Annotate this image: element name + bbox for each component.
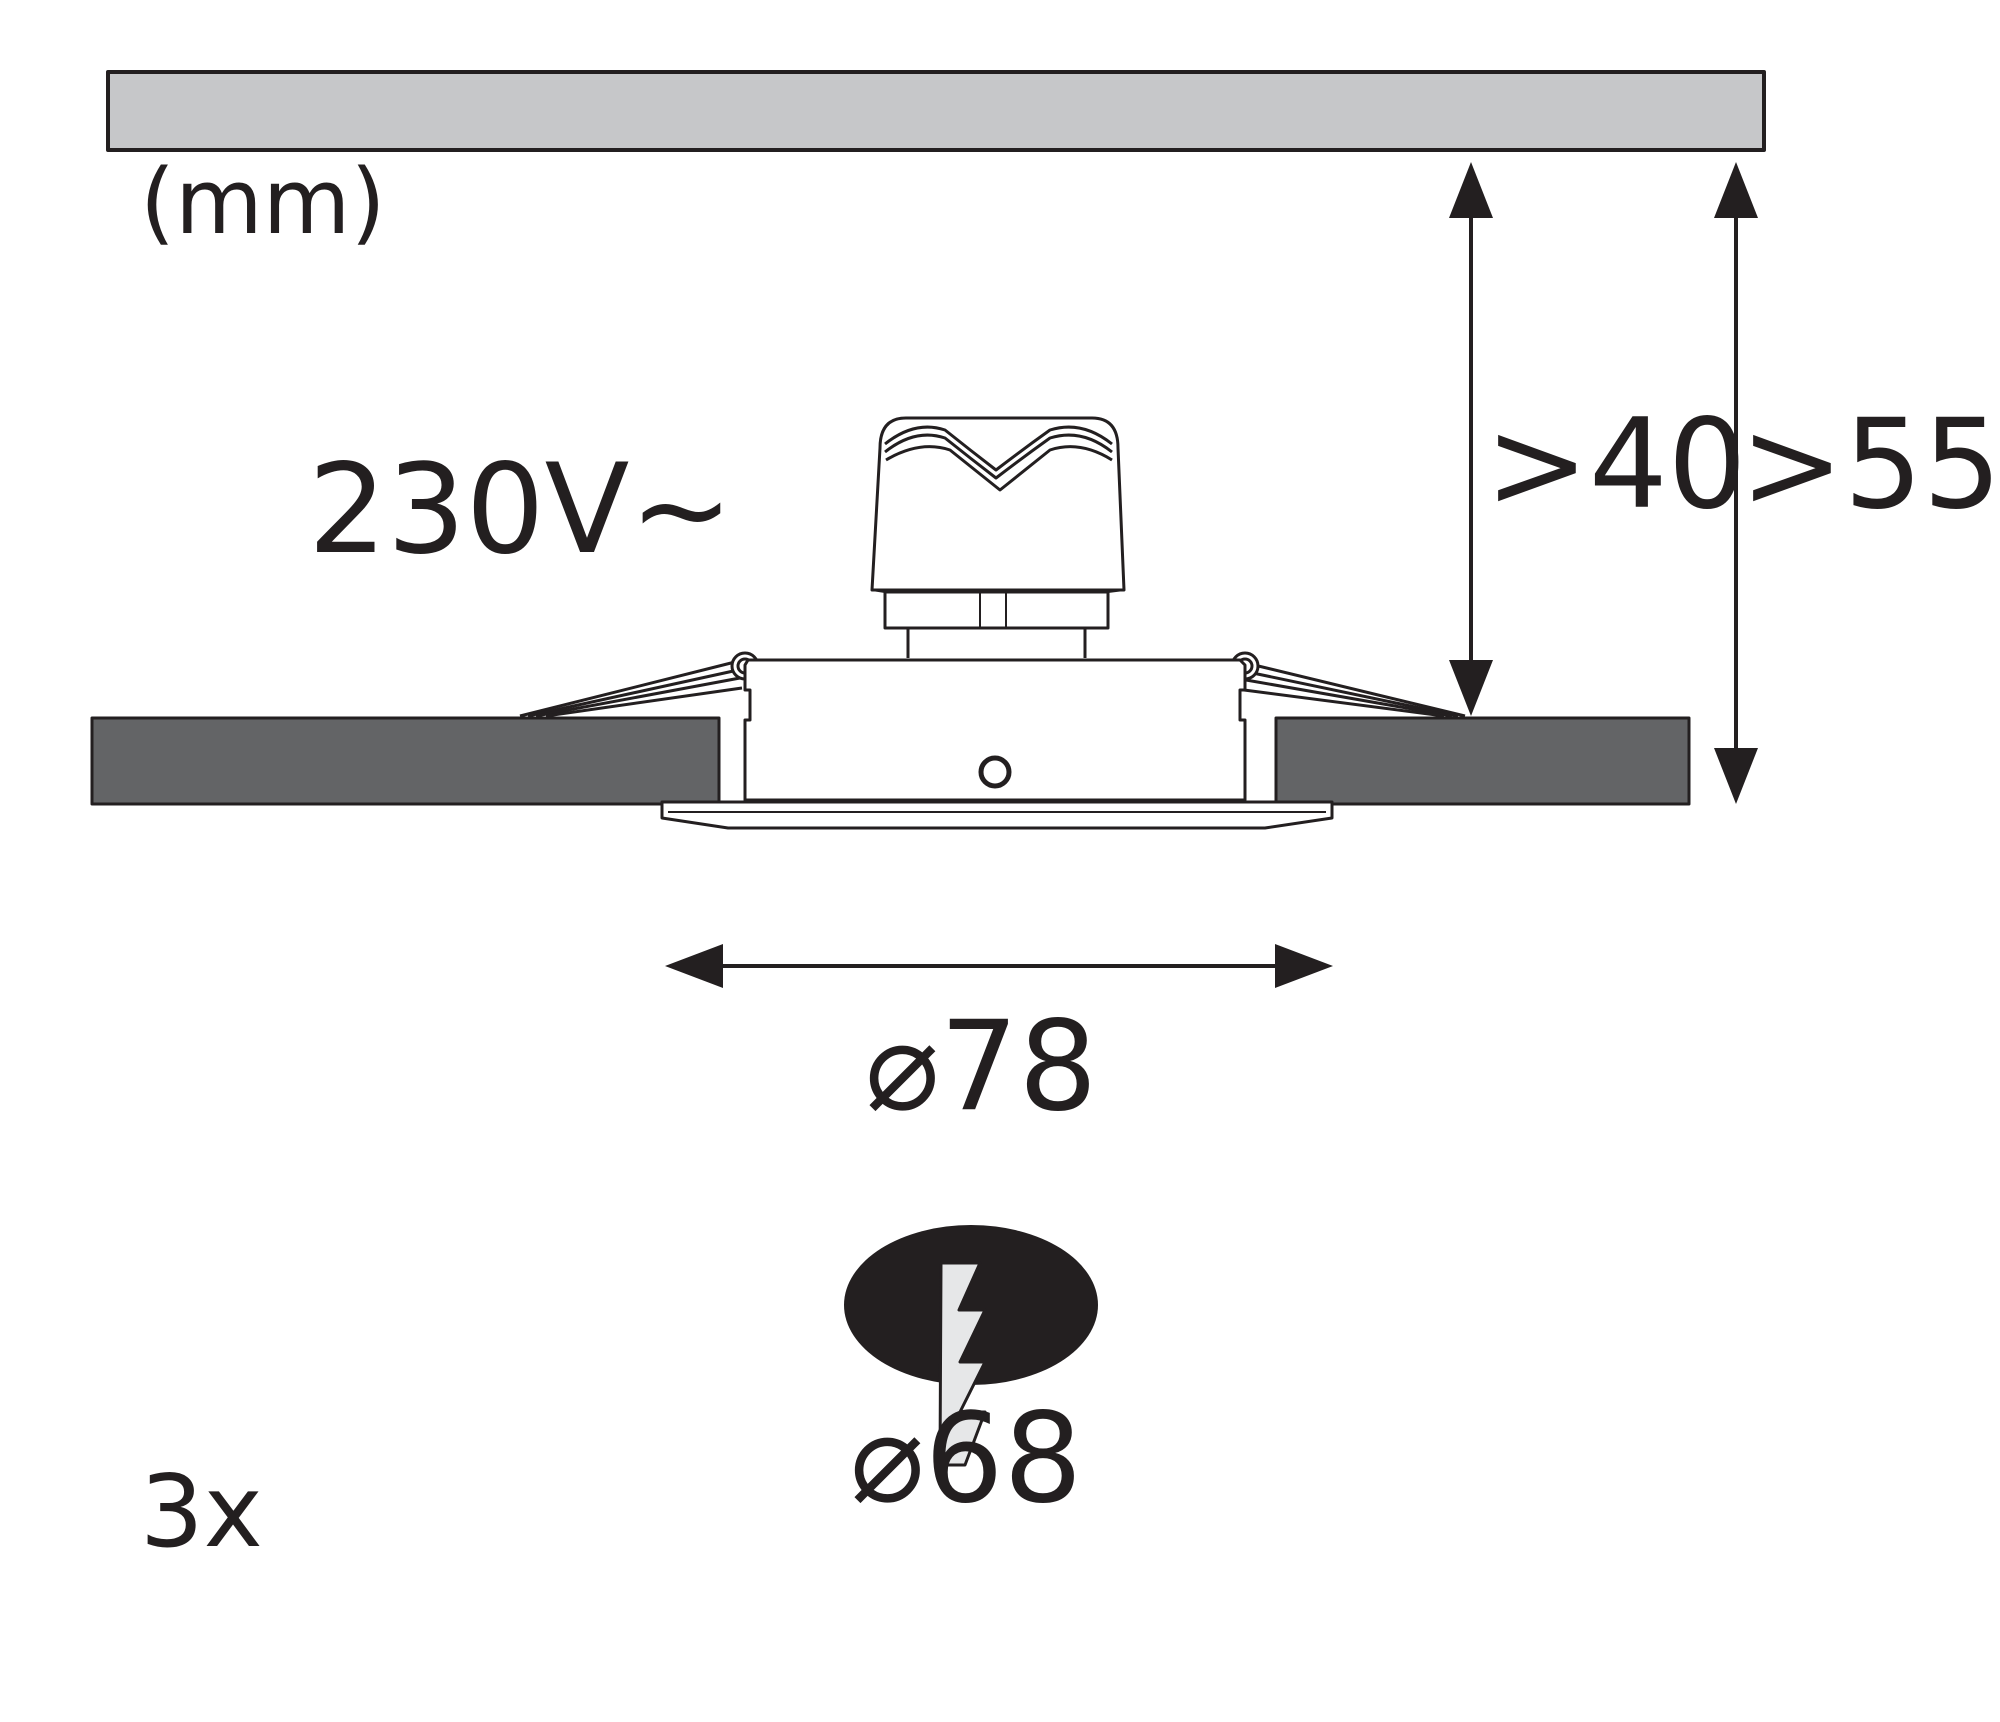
voltage-label: 230V~ <box>308 438 734 582</box>
unit-label: (mm) <box>140 150 386 255</box>
depth-min-dimension <box>1449 162 1493 716</box>
ceiling-board-right <box>1274 716 1691 806</box>
cutout-hole-icon <box>844 1225 1098 1385</box>
quantity-label: 3x <box>140 1453 263 1570</box>
mounting-screw <box>978 755 1012 789</box>
ceiling-slab <box>106 70 1766 152</box>
luminaire-housing <box>743 658 1247 802</box>
saw-blade-icon <box>938 1261 987 1467</box>
spring-clip-right <box>1230 651 1466 718</box>
total-depth-label: >55 <box>1740 393 2000 537</box>
trim-ring <box>660 800 1334 830</box>
cutout-diameter-label: ⌀68 <box>850 1387 1083 1531</box>
spring-clip-left <box>519 651 760 718</box>
outer-diameter-dimension <box>665 944 1333 988</box>
min-depth-label: >40 <box>1485 393 1747 537</box>
outer-diameter-label: ⌀78 <box>865 995 1098 1139</box>
ceiling-board-left <box>90 716 721 806</box>
depth-max-dimension <box>1714 162 1758 804</box>
driver-box <box>870 416 1126 658</box>
